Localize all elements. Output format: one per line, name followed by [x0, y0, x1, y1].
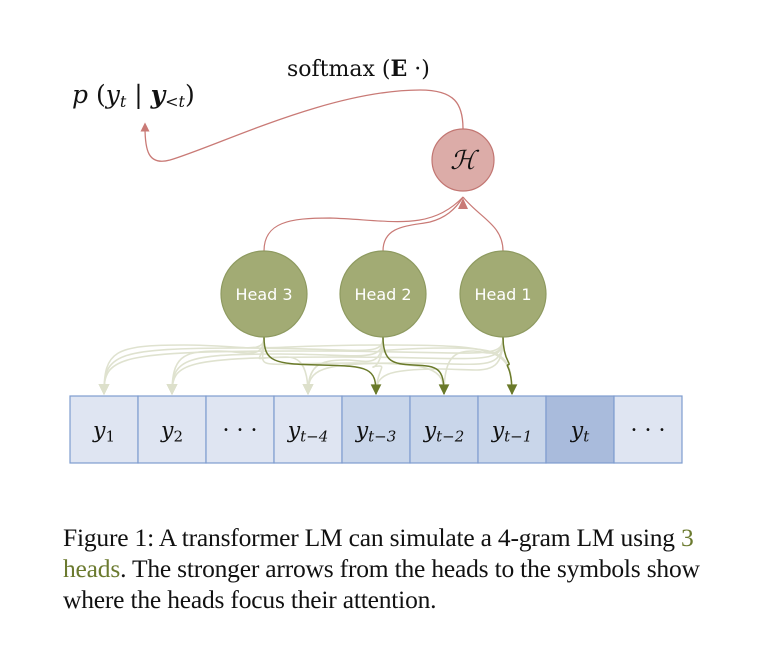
token-cell: y2	[137, 395, 207, 464]
token-cell-box	[205, 395, 275, 464]
y-symbol: y	[105, 80, 121, 109]
token-cell-box	[69, 395, 139, 464]
token-label: yt−3	[355, 419, 397, 446]
head-circle	[459, 250, 547, 338]
token-cell: yt−3	[341, 395, 411, 464]
token-base: y	[92, 419, 106, 444]
token-cell: yt−2	[409, 395, 479, 464]
weak-attention-arrow	[262, 336, 518, 396]
softmax-text: softmax (	[287, 57, 390, 82]
token-label: y2	[160, 419, 183, 446]
weak-attention-arrow	[166, 336, 504, 396]
head-node: Head 1	[459, 250, 547, 338]
head-to-combiner-lines	[263, 196, 504, 252]
weak-attention-arrow	[98, 336, 504, 396]
caption-highlight: 3 heads	[63, 523, 694, 583]
token-label: yt−4	[287, 419, 329, 446]
token-base: y	[423, 419, 437, 444]
token-subscript: 2	[173, 428, 183, 446]
embedding-matrix-symbol: E	[390, 56, 407, 82]
token-subscript: t−2	[436, 428, 464, 446]
y-bold-symbol: y	[150, 80, 167, 109]
given-bar: |	[126, 80, 150, 110]
token-cell: yt	[545, 395, 615, 464]
head-circle	[220, 250, 308, 338]
p-symbol: p	[72, 80, 88, 109]
token-cell-box	[273, 395, 343, 464]
attention-heads: Head 3 Head 2 Head 1	[220, 250, 547, 338]
sub-t: t	[120, 92, 127, 111]
caption-text-end: . The stronger arrows from the heads to …	[63, 554, 700, 614]
head-label: Head 1	[474, 285, 531, 304]
token-cell-box	[137, 395, 207, 464]
token-cell: yt−1	[477, 395, 547, 464]
weak-attention-arrow	[98, 336, 384, 396]
token-cell-box	[341, 395, 411, 464]
token-subscript: t−4	[300, 428, 328, 446]
softmax-label: softmax (E ·)	[287, 56, 430, 82]
combiner-label: ℋ	[450, 146, 480, 176]
token-cell: yt−4	[273, 395, 343, 464]
open-paren: (	[88, 80, 106, 109]
head-circle	[339, 250, 427, 338]
head-to-combiner-line	[462, 196, 504, 252]
combiner-node: ℋ	[431, 128, 495, 192]
weak-attention-arrow	[302, 336, 504, 396]
strong-attention-arrow	[502, 336, 518, 396]
weak-attention-arrow	[258, 336, 314, 396]
softmax-rest: ·)	[407, 57, 430, 82]
token-base: y	[355, 419, 369, 444]
output-probability-label: p (yt | y<t)	[72, 80, 195, 111]
token-subscript: t−3	[368, 428, 396, 446]
weak-attention-arrow	[438, 336, 504, 396]
combiner-circle	[431, 128, 495, 192]
token-base: · · ·	[631, 419, 666, 444]
token-cell: · · ·	[205, 395, 275, 464]
token-cell-box	[613, 395, 683, 464]
figure-caption: Figure 1: A transformer LM can simulate …	[63, 522, 703, 615]
token-label: yt−1	[491, 419, 533, 446]
head-to-combiner-line	[382, 196, 464, 252]
token-base: y	[287, 419, 301, 444]
token-base: y	[160, 419, 174, 444]
weak-attention-arrow	[302, 336, 384, 396]
head-node: Head 3	[220, 250, 308, 338]
token-subscript: 1	[105, 428, 115, 446]
strong-attention-arrow	[382, 336, 450, 396]
token-label: yt	[570, 419, 590, 446]
token-base: y	[570, 419, 584, 444]
token-cell-box	[477, 395, 547, 464]
strong-attention-arrows	[263, 336, 518, 396]
token-label: · · ·	[631, 419, 666, 444]
token-base: · · ·	[223, 419, 258, 444]
token-subscript: t−1	[504, 428, 532, 446]
head-label: Head 2	[354, 285, 411, 304]
sub-lt: <t	[165, 92, 185, 111]
weak-attention-arrow	[370, 336, 504, 396]
token-label: yt−2	[423, 419, 465, 446]
token-base: y	[491, 419, 505, 444]
close-paren: )	[185, 80, 195, 109]
token-cell: · · ·	[613, 395, 683, 464]
head-label: Head 3	[235, 285, 292, 304]
head-node: Head 2	[339, 250, 427, 338]
token-cell: y1	[69, 395, 139, 464]
softmax-arrow	[140, 89, 464, 162]
weak-attention-arrow	[98, 336, 265, 396]
combiner-arrowhead	[458, 198, 468, 209]
weak-attention-arrows	[98, 336, 518, 396]
caption-text-start: Figure 1: A transformer LM can simulate …	[63, 523, 681, 552]
weak-attention-arrow	[166, 336, 384, 396]
weak-attention-arrow	[370, 336, 384, 396]
head-to-combiner-line	[263, 196, 464, 252]
token-cell-box	[545, 395, 615, 464]
token-label: · · ·	[223, 419, 258, 444]
token-subscript: t	[583, 428, 590, 446]
strong-attention-arrow	[263, 336, 382, 396]
token-label: y1	[92, 419, 115, 446]
